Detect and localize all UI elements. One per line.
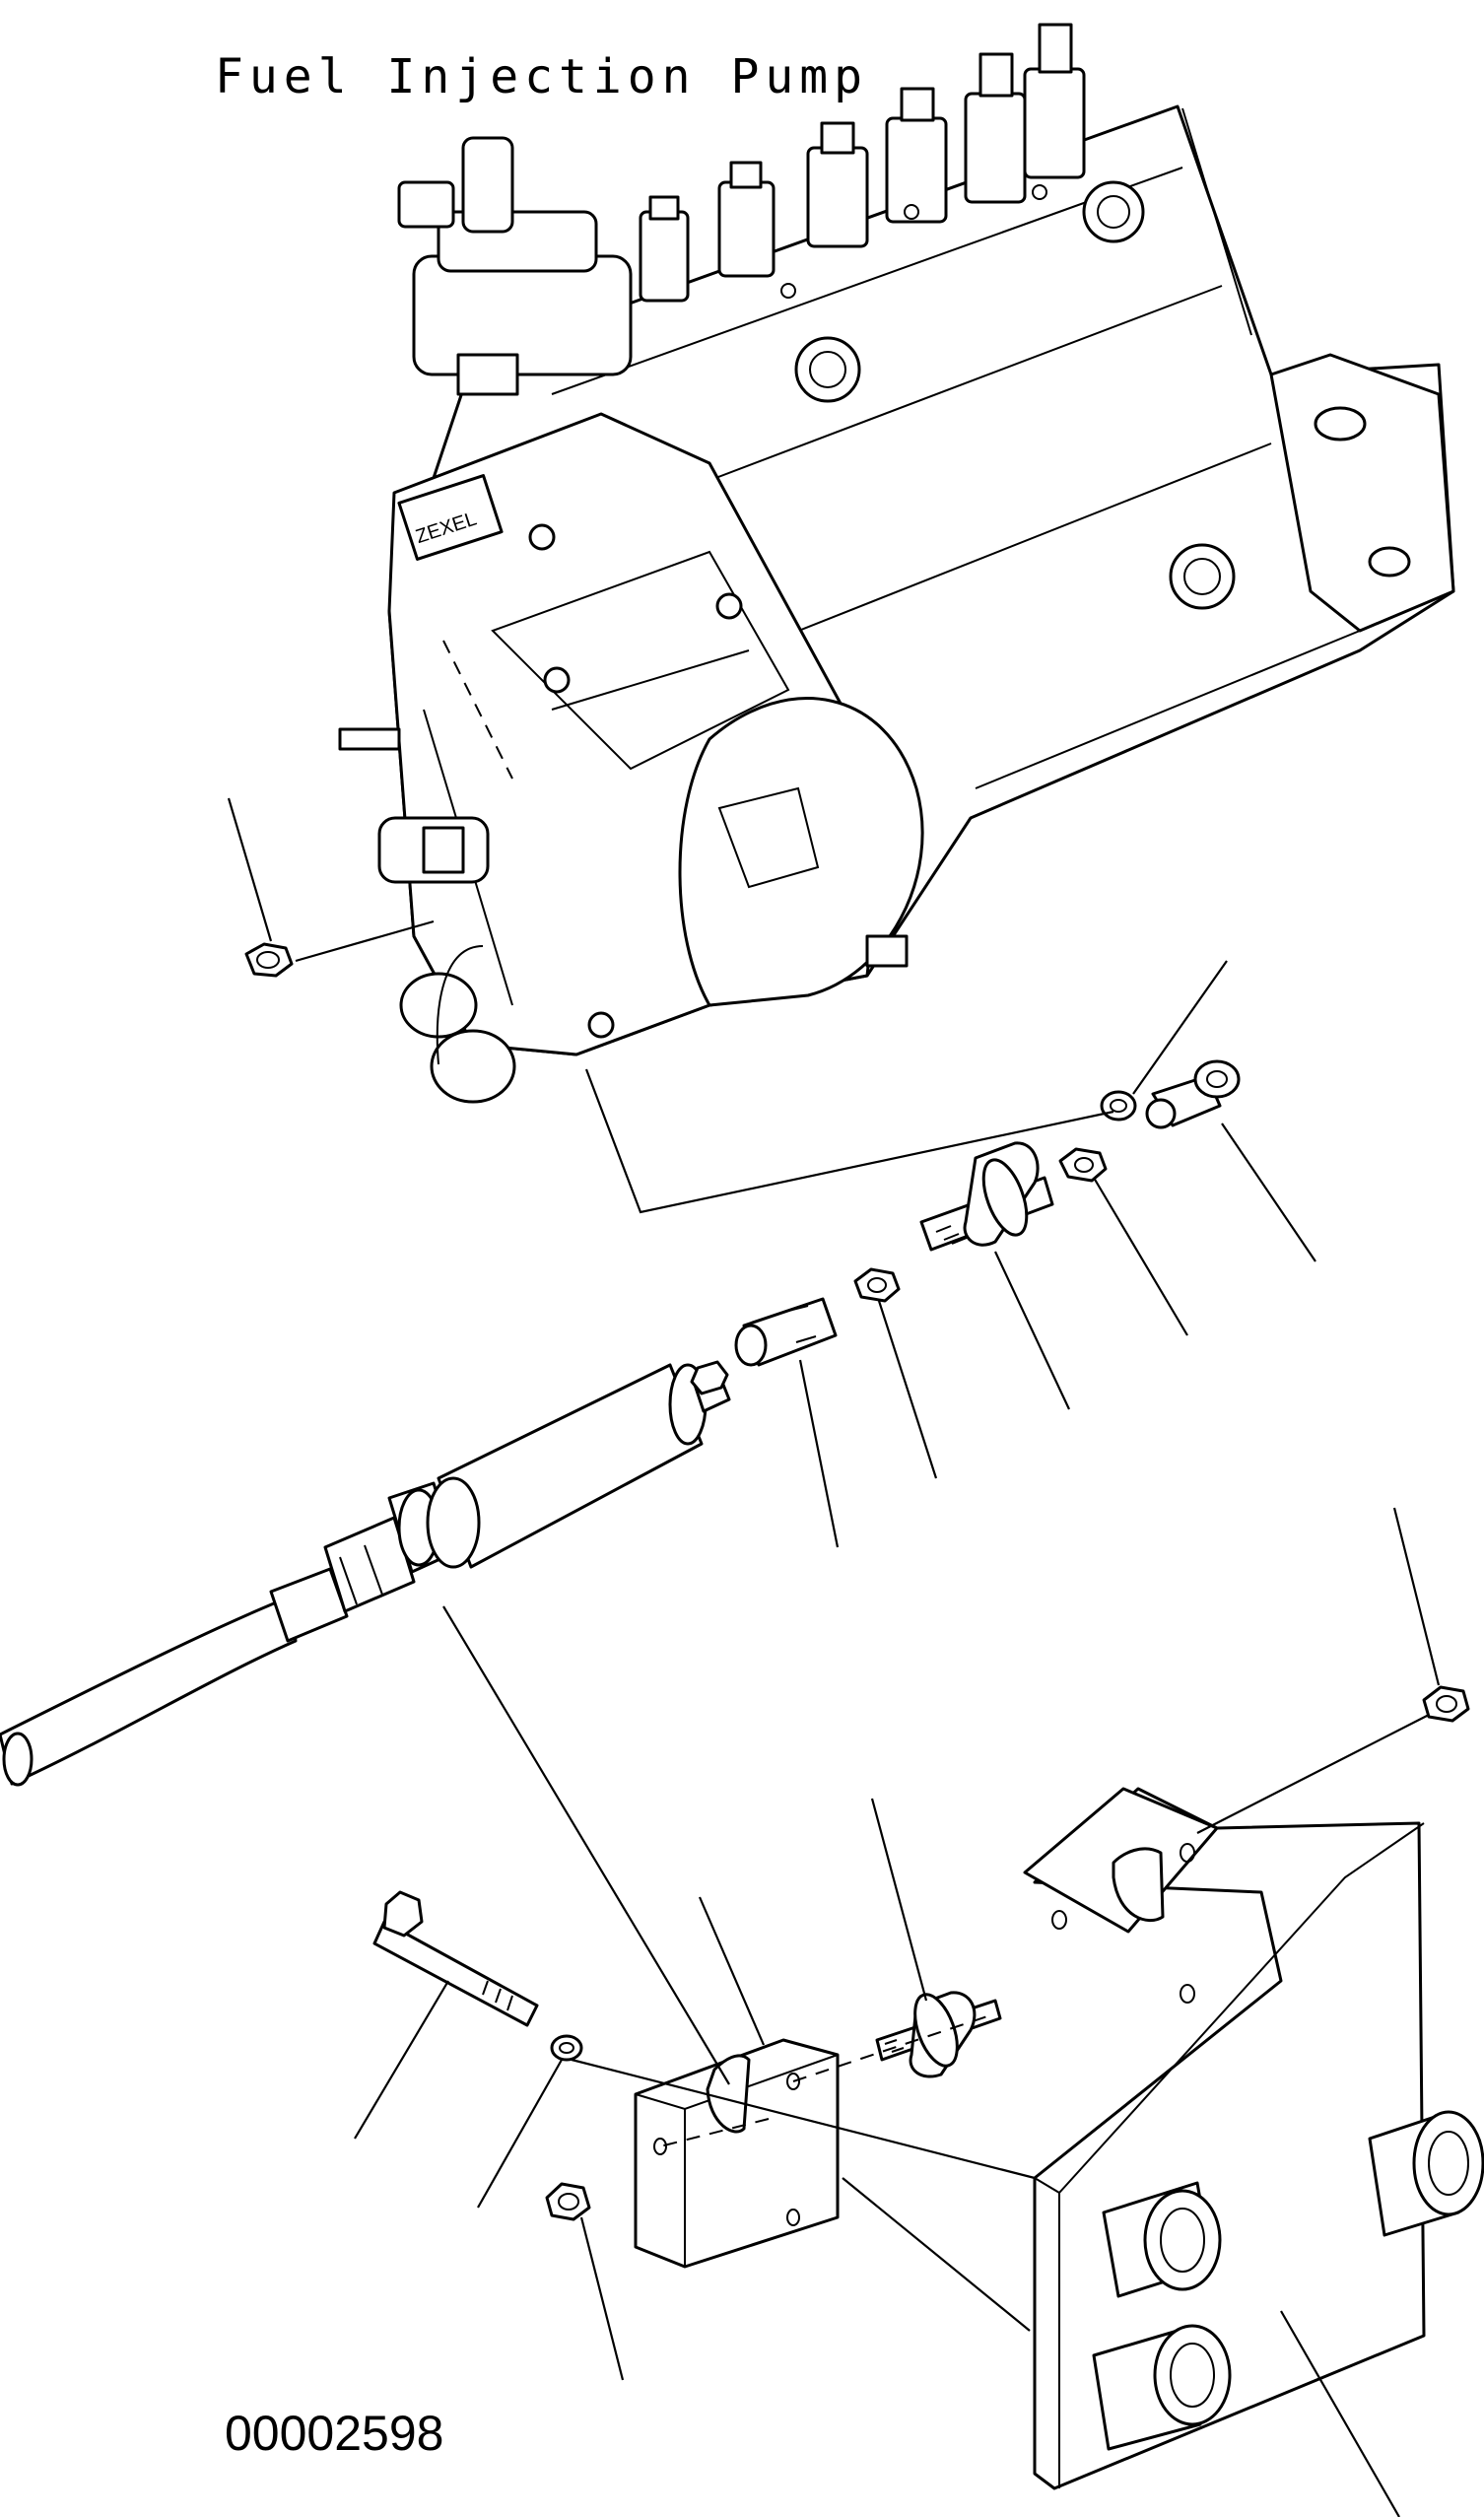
figure-number: 00002598: [225, 2406, 444, 2461]
delivery-valve-holders: [639, 23, 1086, 303]
washer-lower: [550, 2034, 583, 2062]
washer-upper: [1100, 1090, 1137, 1122]
flange-nut-lower: [545, 2182, 591, 2221]
cable-stop-stud: [919, 1141, 1054, 1252]
mounting-bracket-large: [1023, 1787, 1484, 2490]
diagram-title: Fuel Injection Pump: [215, 49, 869, 104]
cable-stop-stud-lower: [875, 1991, 1002, 2078]
cable-end-sleeve: [734, 1297, 838, 1367]
hex-bolt: [372, 1890, 539, 2027]
leader-lines: [227, 797, 1441, 2517]
nut-left: [244, 942, 294, 978]
banjo-eye-fitting: [1145, 1059, 1241, 1129]
control-cable: [0, 1360, 731, 1787]
feed-pump-cap: [397, 136, 633, 396]
governor-housing: ZEXEL: [338, 412, 924, 1104]
fuel-injection-pump: ZEXEL: [338, 23, 1455, 1104]
cable-bracket-small: [634, 2038, 840, 2269]
flange-nut-small: [853, 1267, 901, 1303]
flange-nut-right: [1422, 1685, 1470, 1723]
flange-nut-mid: [1058, 1147, 1108, 1183]
